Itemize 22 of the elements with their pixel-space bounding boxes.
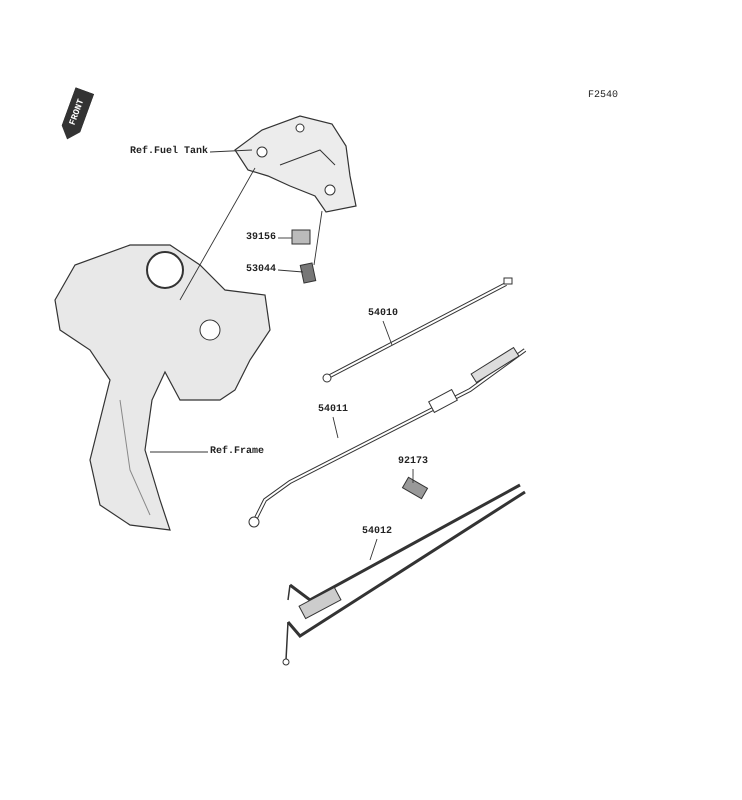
leader-line xyxy=(412,468,414,484)
cable-drawing xyxy=(322,278,512,382)
figure-number: F2540 xyxy=(588,90,618,102)
callout-number: 54011 xyxy=(318,404,348,416)
callout-number: 54012 xyxy=(362,526,392,538)
callout-number: 92173 xyxy=(398,456,428,468)
callout-number: 53044 xyxy=(246,264,276,276)
callout-number: 54010 xyxy=(368,308,398,320)
reference-label: Ref.Fuel Tank xyxy=(130,146,208,158)
pad-drawing xyxy=(292,230,310,244)
strip-drawing xyxy=(300,262,316,284)
leader-line xyxy=(314,210,322,266)
leader-line xyxy=(332,416,338,438)
reference-label: Ref.Frame xyxy=(210,446,264,458)
leader-line xyxy=(370,538,378,560)
leader-line xyxy=(382,320,392,346)
leader-line xyxy=(210,150,252,152)
leader-line xyxy=(278,270,304,272)
callout-number: 39156 xyxy=(246,232,276,244)
cable-drawing xyxy=(282,484,526,666)
bracket-drawing xyxy=(234,115,357,213)
leader-line xyxy=(180,168,256,300)
